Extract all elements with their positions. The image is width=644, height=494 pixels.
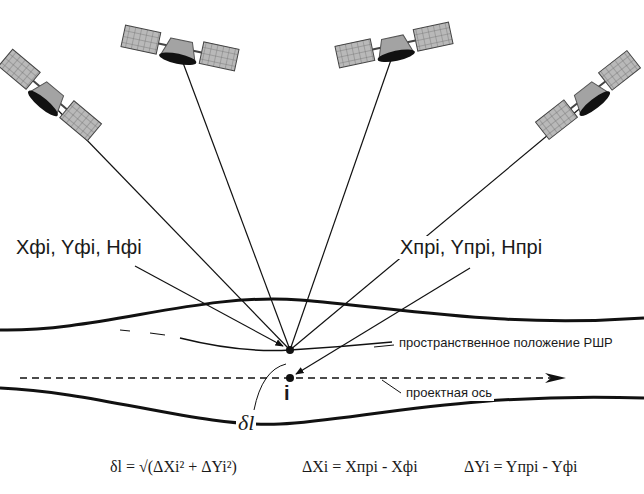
axis-label: проектная ось — [404, 386, 494, 401]
axis-arrow — [545, 373, 566, 383]
satellite — [536, 51, 644, 144]
channel-bank — [0, 388, 644, 424]
coordinate-label: Xпрi, Yпрi, Hпрi — [398, 236, 544, 259]
deviation-label: δl — [236, 410, 256, 435]
point-label: i — [282, 382, 292, 405]
satellite — [0, 49, 102, 144]
coordinate-label: Xфi, Yфi, Hфi — [14, 236, 144, 259]
spatial-position-curve — [180, 338, 392, 351]
channel-bank — [0, 299, 644, 330]
leader-line — [135, 266, 283, 346]
formula: ΔYi = Yпрi - Yфi — [462, 458, 580, 476]
actual-point — [286, 346, 294, 354]
formula: δl = √(ΔXi² + ΔYi²) — [108, 458, 239, 476]
satellite-rays — [52, 57, 584, 350]
leader-line — [374, 345, 394, 347]
leader-line — [296, 268, 470, 374]
satellite — [335, 22, 454, 73]
design-point — [286, 374, 294, 382]
curve-label: пространственное положение РШР — [397, 336, 615, 351]
formula: ΔXi = Xпрi - Xфi — [300, 458, 420, 476]
satellite — [120, 25, 239, 76]
leader-line — [382, 380, 401, 393]
